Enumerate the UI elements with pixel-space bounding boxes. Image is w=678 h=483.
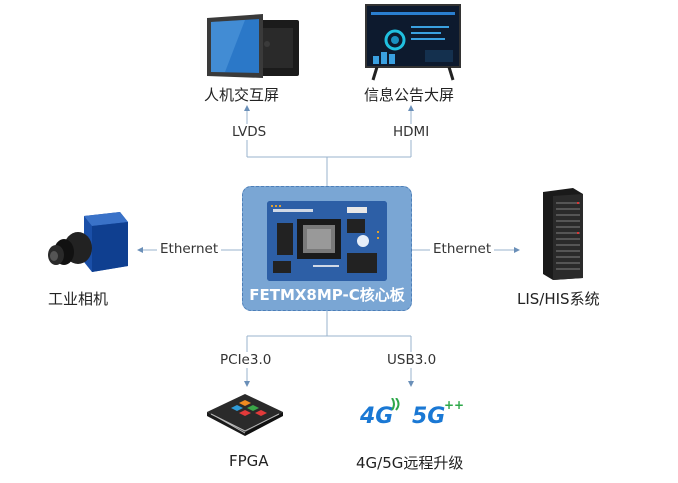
cellular-upgrade-label: 4G/5G远程升级 [356, 454, 464, 472]
4g-logo: 4G [360, 404, 394, 429]
bottom-bus [247, 311, 411, 337]
core-module-title: FETMX8MP-C核心板 [249, 286, 405, 304]
pcie-label: PCIe3.0 [217, 352, 275, 368]
board-chips-image [267, 201, 387, 281]
core-board [267, 201, 387, 281]
touch-panel-image [207, 14, 299, 78]
signage-label: 信息公告大屏 [364, 86, 455, 104]
camera-label: 工业相机 [48, 290, 109, 308]
industrial-camera-image [48, 212, 128, 272]
5g-plus-mark: ++ [444, 398, 465, 412]
ethernet-left-label: Ethernet [157, 241, 222, 257]
hmi-label: 人机交互屏 [204, 86, 280, 104]
signal-wave-icon [391, 398, 400, 411]
top-bus [247, 156, 411, 186]
hdmi-label: HDMI [390, 124, 433, 140]
fpga-chip-image [207, 394, 283, 436]
signage-screen-image [365, 4, 461, 81]
server-rack-image [543, 188, 583, 280]
cellular-logos: 4G 5G ++ [360, 398, 470, 434]
core-module: FETMX8MP-C核心板 [242, 186, 412, 311]
lis-his-label: LIS/HIS系统 [517, 290, 600, 308]
lvds-label: LVDS [229, 124, 270, 140]
5g-logo: 5G [412, 404, 446, 429]
fpga-label: FPGA [229, 452, 269, 470]
ethernet-right-label: Ethernet [430, 241, 495, 257]
usb-label: USB3.0 [384, 352, 440, 368]
